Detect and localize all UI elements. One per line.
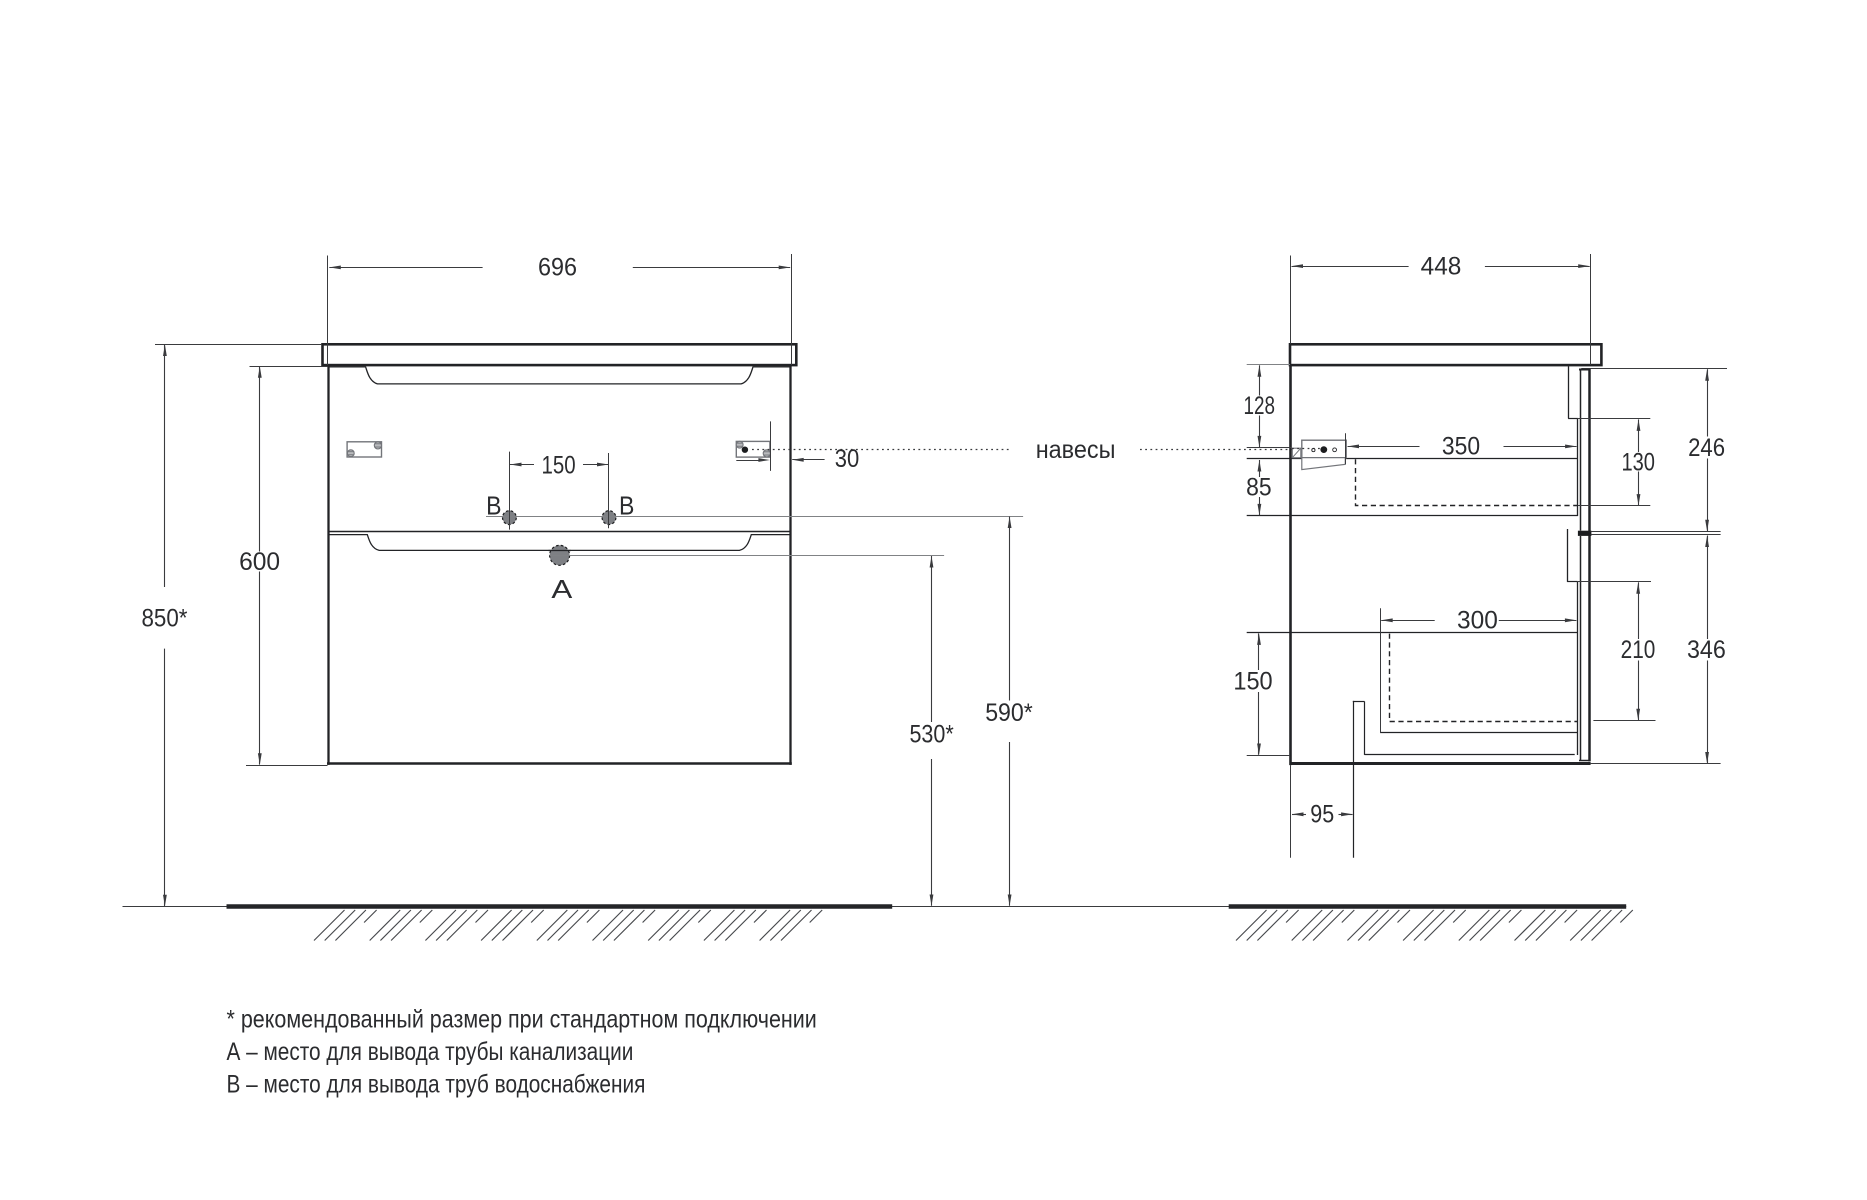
svg-text:448: 448 (1421, 252, 1462, 280)
svg-text:130: 130 (1621, 448, 1655, 476)
svg-text:300: 300 (1457, 607, 1498, 635)
svg-text:346: 346 (1687, 636, 1726, 664)
svg-text:246: 246 (1688, 434, 1725, 462)
svg-text:В – место для вывода труб водо: В – место для вывода труб водоснабжения (227, 1071, 646, 1099)
svg-text:B: B (619, 491, 634, 521)
svg-text:95: 95 (1310, 801, 1334, 829)
svg-text:A: A (551, 574, 573, 604)
svg-text:128: 128 (1244, 392, 1276, 420)
svg-text:696: 696 (538, 254, 577, 282)
svg-text:350: 350 (1442, 433, 1480, 461)
svg-text:850*: 850* (142, 605, 188, 633)
svg-text:150: 150 (1233, 668, 1272, 696)
svg-text:600: 600 (239, 548, 280, 576)
svg-text:590*: 590* (985, 699, 1033, 727)
svg-text:30: 30 (835, 445, 860, 473)
svg-text:85: 85 (1246, 474, 1272, 502)
svg-text:B: B (486, 491, 501, 521)
svg-text:210: 210 (1621, 636, 1656, 664)
svg-text:150: 150 (542, 451, 576, 479)
svg-text:530*: 530* (909, 721, 954, 749)
svg-text:навесы: навесы (1036, 436, 1116, 464)
svg-text:А – место для вывода трубы кан: А – место для вывода трубы канализации (227, 1038, 634, 1066)
svg-text:* рекомендованный размер при с: * рекомендованный размер при стандартном… (227, 1006, 817, 1034)
